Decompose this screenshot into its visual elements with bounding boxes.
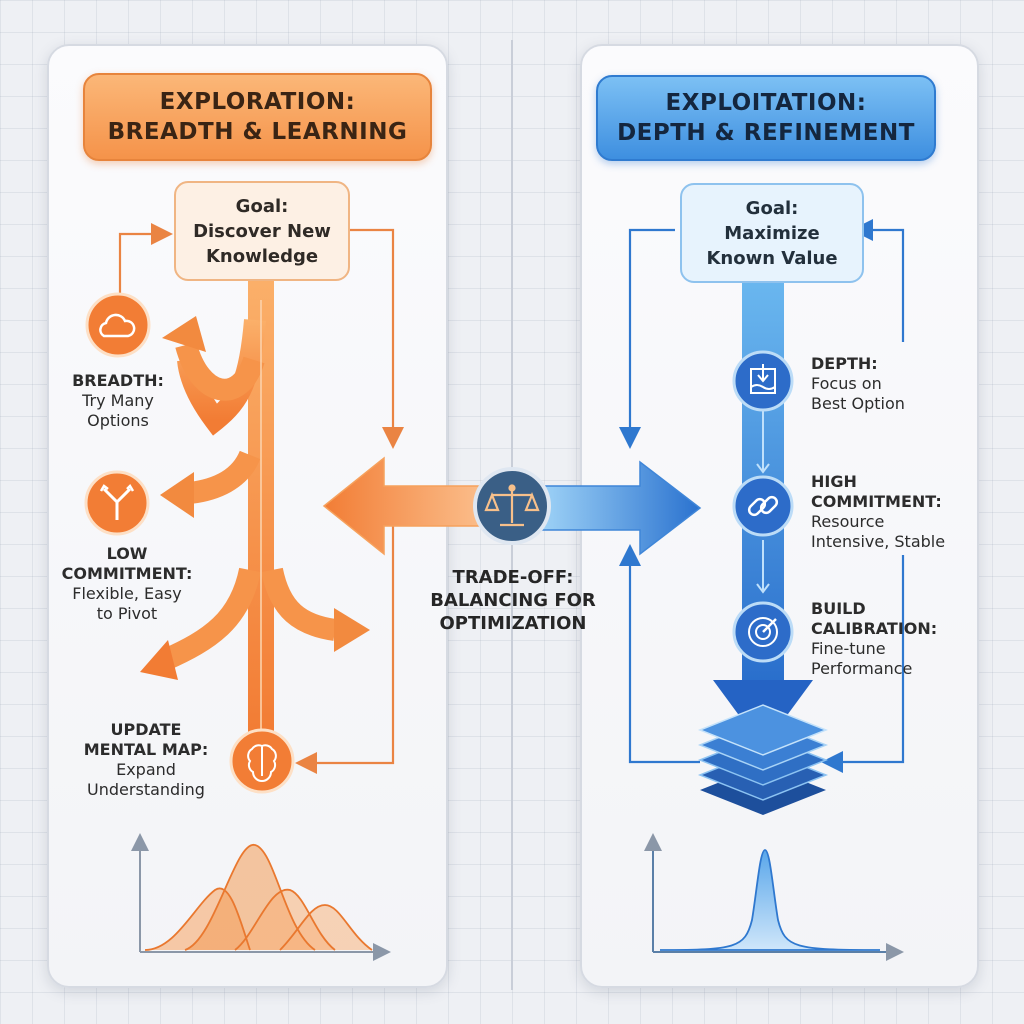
update-desc-line1: Expand (116, 760, 176, 779)
depth-label: DEPTH: Focus on Best Option (811, 354, 951, 414)
high-commitment-title1: HIGH (811, 472, 857, 491)
calibration-desc-line2: Performance (811, 659, 913, 678)
goal-text-line1: Maximize (724, 222, 820, 244)
tradeoff-line3: OPTIMIZATION (439, 613, 587, 634)
depth-desc-line1: Focus on (811, 374, 882, 393)
exploitation-title-line1: EXPLOITATION: (665, 90, 867, 116)
breadth-title: BREADTH: (72, 371, 164, 390)
low-commitment-label: LOW COMMITMENT: Flexible, Easy to Pivot (56, 544, 198, 624)
exploitation-title: EXPLOITATION: DEPTH & REFINEMENT (596, 75, 936, 161)
exploitation-goal-box: Goal: Maximize Known Value (680, 183, 864, 283)
low-commitment-title2: COMMITMENT: (61, 564, 193, 583)
tradeoff-line1: TRADE-OFF: (452, 567, 574, 588)
calibration-title1: BUILD (811, 599, 866, 618)
split-arrows-icon (84, 470, 150, 536)
right-feedback-arrows (619, 219, 905, 773)
breadth-desc-line2: Options (87, 411, 149, 430)
tradeoff-label: TRADE-OFF: BALANCING FOR OPTIMIZATION (412, 566, 614, 635)
update-mental-map-label: UPDATE MENTAL MAP: Expand Understanding (66, 720, 226, 800)
exploration-branch-arrows (140, 276, 370, 736)
exploitation-title-line2: DEPTH & REFINEMENT (617, 120, 915, 146)
exploration-title-line1: EXPLORATION: (159, 89, 356, 115)
goal-text-line1: Discover New (193, 220, 331, 242)
breadth-desc-line1: Try Many (82, 391, 154, 410)
exploitation-distribution-plot (644, 833, 904, 961)
exploration-distribution-plot (131, 833, 391, 961)
exploration-title-line2: BREADTH & LEARNING (107, 119, 408, 145)
breadth-label: BREADTH: Try Many Options (62, 371, 174, 431)
link-icon (732, 475, 794, 537)
high-commitment-title2: COMMITMENT: (811, 492, 942, 511)
target-icon (732, 601, 794, 663)
depth-desc-line2: Best Option (811, 394, 905, 413)
update-desc-line2: Understanding (87, 780, 205, 799)
depth-title: DEPTH: (811, 354, 878, 373)
high-commitment-label: HIGH COMMITMENT: Resource Intensive, Sta… (811, 472, 961, 552)
build-calibration-label: BUILD CALIBRATION: Fine-tune Performance (811, 599, 961, 679)
cloud-icon (85, 292, 151, 358)
goal-text-line2: Knowledge (205, 245, 319, 267)
tradeoff-line2: BALANCING FOR (430, 590, 596, 611)
calibration-title2: CALIBRATION: (811, 619, 938, 638)
stacked-layers-icon (697, 704, 829, 815)
high-commitment-desc-line2: Intensive, Stable (811, 532, 946, 551)
brain-icon (229, 728, 295, 794)
exploration-goal-box: Goal: Discover New Knowledge (174, 181, 350, 281)
low-commitment-title1: LOW (106, 544, 148, 563)
goal-text-line2: Known Value (706, 247, 838, 269)
update-title1: UPDATE (110, 720, 182, 739)
goal-label: Goal: (235, 195, 289, 217)
low-commitment-desc-line1: Flexible, Easy (72, 584, 182, 603)
update-title2: MENTAL MAP: (83, 740, 209, 759)
calibration-desc-line1: Fine-tune (811, 639, 886, 658)
left-feedback-arrows (118, 223, 404, 774)
depth-icon (732, 350, 794, 412)
high-commitment-desc-line1: Resource (811, 512, 885, 531)
scale-icon (484, 484, 540, 527)
exploration-title: EXPLORATION: BREADTH & LEARNING (83, 73, 432, 161)
low-commitment-desc-line2: to Pivot (96, 604, 158, 623)
goal-label: Goal: (745, 197, 799, 219)
